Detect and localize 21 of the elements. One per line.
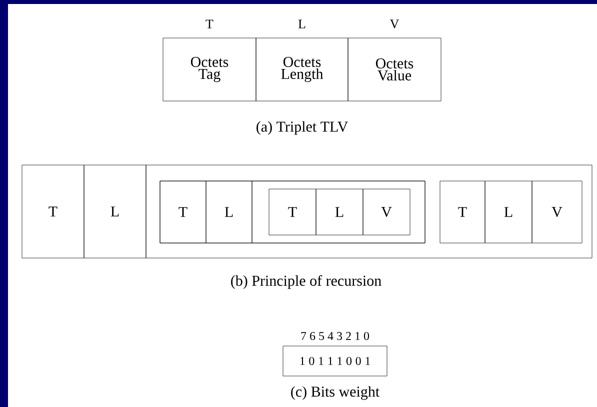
bit-box: 1 0 1 1 1 0 0 1 <box>282 346 388 376</box>
field-cell: L <box>316 188 364 236</box>
field-cell: Octets Length <box>256 38 348 102</box>
field-cell: T <box>22 164 84 258</box>
field-cell: V <box>362 188 410 236</box>
field-cell: T <box>160 180 206 244</box>
field-cell: L <box>84 164 146 258</box>
column-letter: V <box>390 20 400 28</box>
column-letter: T <box>206 20 214 28</box>
field-cell: Octets Value <box>348 38 442 102</box>
field-cell: V <box>532 180 582 244</box>
field-cell: T <box>440 180 486 244</box>
frame-box <box>252 180 426 244</box>
field-cell: Octets Tag <box>162 38 256 102</box>
field-cell: L <box>484 180 532 244</box>
field-cell: L <box>206 180 252 244</box>
caption: (a) Triplet TLV <box>256 121 348 135</box>
frame-box <box>146 164 592 258</box>
field-cell: T <box>268 188 316 236</box>
column-letter: L <box>298 20 306 28</box>
caption: (b) Principle of recursion <box>231 275 382 289</box>
